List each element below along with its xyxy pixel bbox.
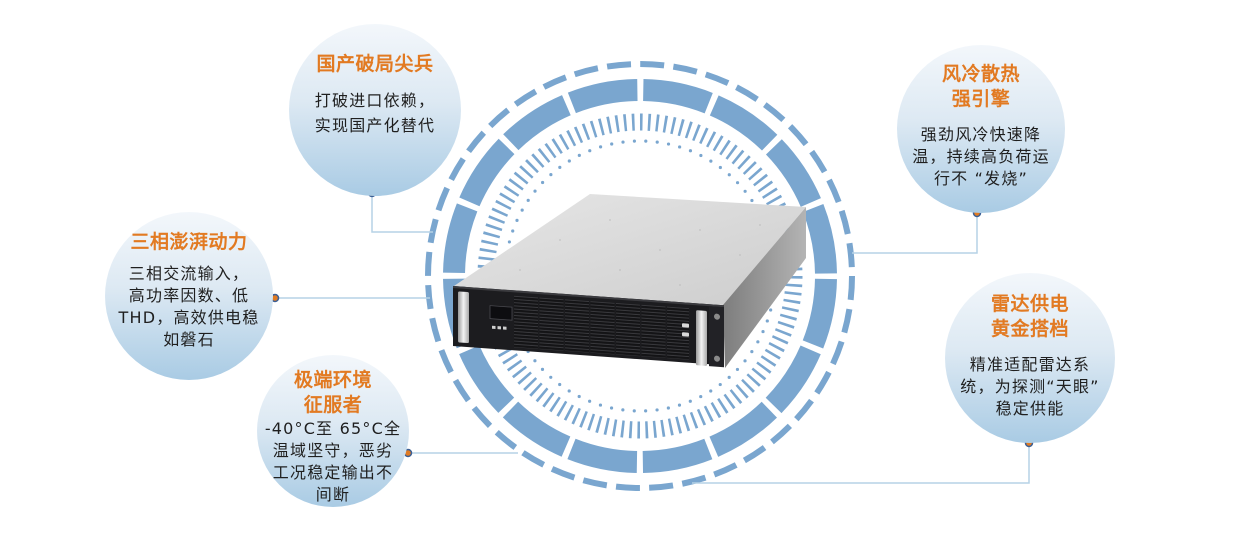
description-line: 统，为探测“天眼”: [960, 377, 1100, 396]
panel-button: [497, 326, 501, 330]
mount-screw: [714, 313, 720, 320]
description-line: -40°C至 65°C全: [264, 419, 402, 438]
connector-domestic: [371, 193, 433, 233]
description-line: 行不 “发烧”: [933, 169, 1029, 188]
feature-description: 强劲风冷快速降 温，持续高负荷运 行不 “发烧”: [887, 124, 1075, 190]
feature-title: 极端环境: [293, 369, 372, 391]
feature-description: 精准适配雷达系 统，为探测“天眼” 稳定供能: [935, 354, 1125, 420]
feature-bubble-domestic: 国产破局尖兵 打破进口依赖， 实现国产化替代: [289, 24, 461, 196]
description-line: 工况稳定输出不: [272, 463, 394, 482]
lcd-display: [489, 305, 513, 321]
feature-bubble-air-cooling: 风冷散热 强引擎 强劲风冷快速降 温，持续高负荷运 行不 “发烧”: [897, 45, 1065, 213]
device-side-face: [723, 207, 806, 368]
description-line: 稳定供能: [995, 399, 1065, 418]
feature-title: 雷达供电: [990, 293, 1069, 315]
connector-lines: [275, 193, 1030, 484]
feature-bubble-three-phase: 三相澎湃动力 三相交流输入， 高功率因数、低 THD，高效供电稳 如磐石: [105, 212, 273, 380]
feature-description: 打破进口依赖， 实现国产化替代: [279, 88, 471, 138]
description-line: 高功率因数、低: [128, 286, 250, 305]
description-line: 打破进口依赖，: [314, 91, 436, 110]
device-top-face: [454, 194, 806, 305]
panel-button: [492, 325, 496, 330]
description-line: 温域坚守，恶劣: [272, 441, 394, 460]
description-line: THD，高效供电稳: [118, 308, 260, 327]
vent-grille: [514, 295, 689, 360]
device-front-panel: [453, 286, 724, 368]
connector-air-cooling: [852, 213, 978, 254]
mount-screw: [714, 355, 720, 362]
feature-title: 三相澎湃动力: [130, 231, 248, 253]
left-handle: [458, 291, 469, 344]
description-line: 强劲风冷快速降: [920, 125, 1042, 144]
description-line: 实现国产化替代: [314, 116, 436, 135]
description-line: 精准适配雷达系: [969, 355, 1091, 374]
feature-description: -40°C至 65°C全 温域坚守，恶劣 工况稳定输出不 间断: [247, 418, 419, 506]
description-line: 间断: [315, 485, 351, 504]
panel-button: [503, 326, 507, 330]
feature-title: 强引擎: [951, 88, 1011, 110]
switch: [682, 332, 689, 337]
feature-title: 国产破局尖兵: [316, 53, 434, 75]
description-line: 温，持续高负荷运: [912, 147, 1050, 166]
feature-bubble-extreme-env: 极端环境 征服者 -40°C至 65°C全 温域坚守，恶劣 工况稳定输出不 间断: [257, 355, 409, 507]
switch: [682, 323, 689, 328]
connector-radar: [692, 443, 1030, 484]
right-handle: [696, 310, 707, 366]
feature-title: 风冷散热: [941, 63, 1020, 85]
feature-bubble-radar: 雷达供电 黄金搭档 精准适配雷达系 统，为探测“天眼” 稳定供能: [945, 273, 1115, 443]
feature-title: 征服者: [303, 394, 363, 416]
description-line: 如磐石: [163, 330, 215, 349]
description-line: 三相交流输入，: [128, 264, 250, 283]
outer-dashed-ring: [425, 61, 855, 491]
feature-description: 三相交流输入， 高功率因数、低 THD，高效供电稳 如磐石: [95, 263, 283, 351]
feature-title: 黄金搭档: [990, 318, 1069, 340]
power-supply-device: [453, 194, 806, 368]
